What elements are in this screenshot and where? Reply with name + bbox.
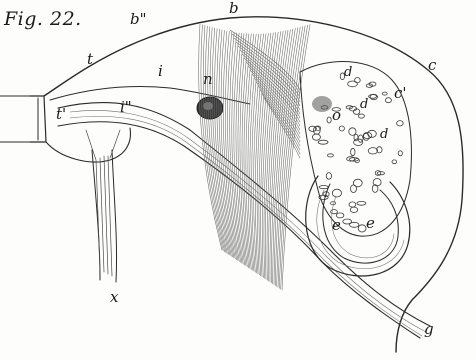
granular-cell [392, 160, 397, 164]
striation-line [257, 33, 268, 275]
granular-cell [328, 154, 334, 157]
label-e-2: e [366, 216, 375, 231]
granular-cell [355, 78, 361, 83]
label-g: g [424, 322, 434, 337]
granular-cell [349, 128, 356, 136]
label-o: o [332, 108, 341, 123]
striated-tissue-mass [199, 24, 310, 290]
granular-cell [312, 134, 320, 140]
striation-line [270, 30, 288, 282]
granular-cell [351, 148, 355, 155]
granular-cell [385, 98, 391, 103]
granular-cell [332, 189, 341, 197]
label-b: b [229, 1, 239, 16]
dark-clump [312, 96, 332, 112]
label-d-3: d [380, 128, 388, 141]
label-d-1: d [344, 66, 352, 79]
granular-cell [318, 140, 328, 144]
label-x: x [110, 290, 118, 305]
granular-cell [339, 126, 344, 131]
granular-cell [343, 219, 352, 224]
granular-cell [349, 202, 356, 207]
label-c-prime: c' [394, 86, 407, 101]
shading-line [236, 42, 300, 102]
label-i: i [158, 64, 163, 79]
label-n: n [203, 72, 213, 87]
duct-x-right [112, 150, 117, 282]
stem-left-outer [0, 96, 30, 142]
granular-cell [353, 179, 362, 187]
figure-title: Fig. 22. [4, 8, 82, 30]
granular-cell [348, 81, 358, 87]
granular-cell [397, 121, 404, 126]
granular-cell [382, 92, 387, 95]
loop-e-outer [306, 176, 410, 276]
label-t-prime: t' [56, 107, 66, 122]
granular-cell [326, 173, 331, 180]
label-t: t [87, 52, 93, 67]
label-d-2: d [360, 98, 368, 111]
granular-cell [357, 201, 366, 205]
granular-cell [368, 148, 377, 154]
granular-cell [331, 202, 336, 205]
granular-cell [319, 186, 328, 189]
label-c: c [428, 58, 436, 73]
granular-cell [373, 179, 381, 186]
label-b-double-prime: b" [130, 12, 147, 27]
granular-cell [398, 151, 402, 156]
granular-cell [358, 114, 364, 118]
lower-bulge [46, 128, 130, 162]
striation-line [214, 29, 231, 257]
granular-cell [363, 133, 369, 140]
granular-cell [358, 225, 366, 232]
granular-cell [350, 207, 358, 212]
granular-cell [327, 117, 331, 123]
label-i-double-prime: i" [120, 100, 132, 115]
label-e-1: e [332, 218, 341, 233]
